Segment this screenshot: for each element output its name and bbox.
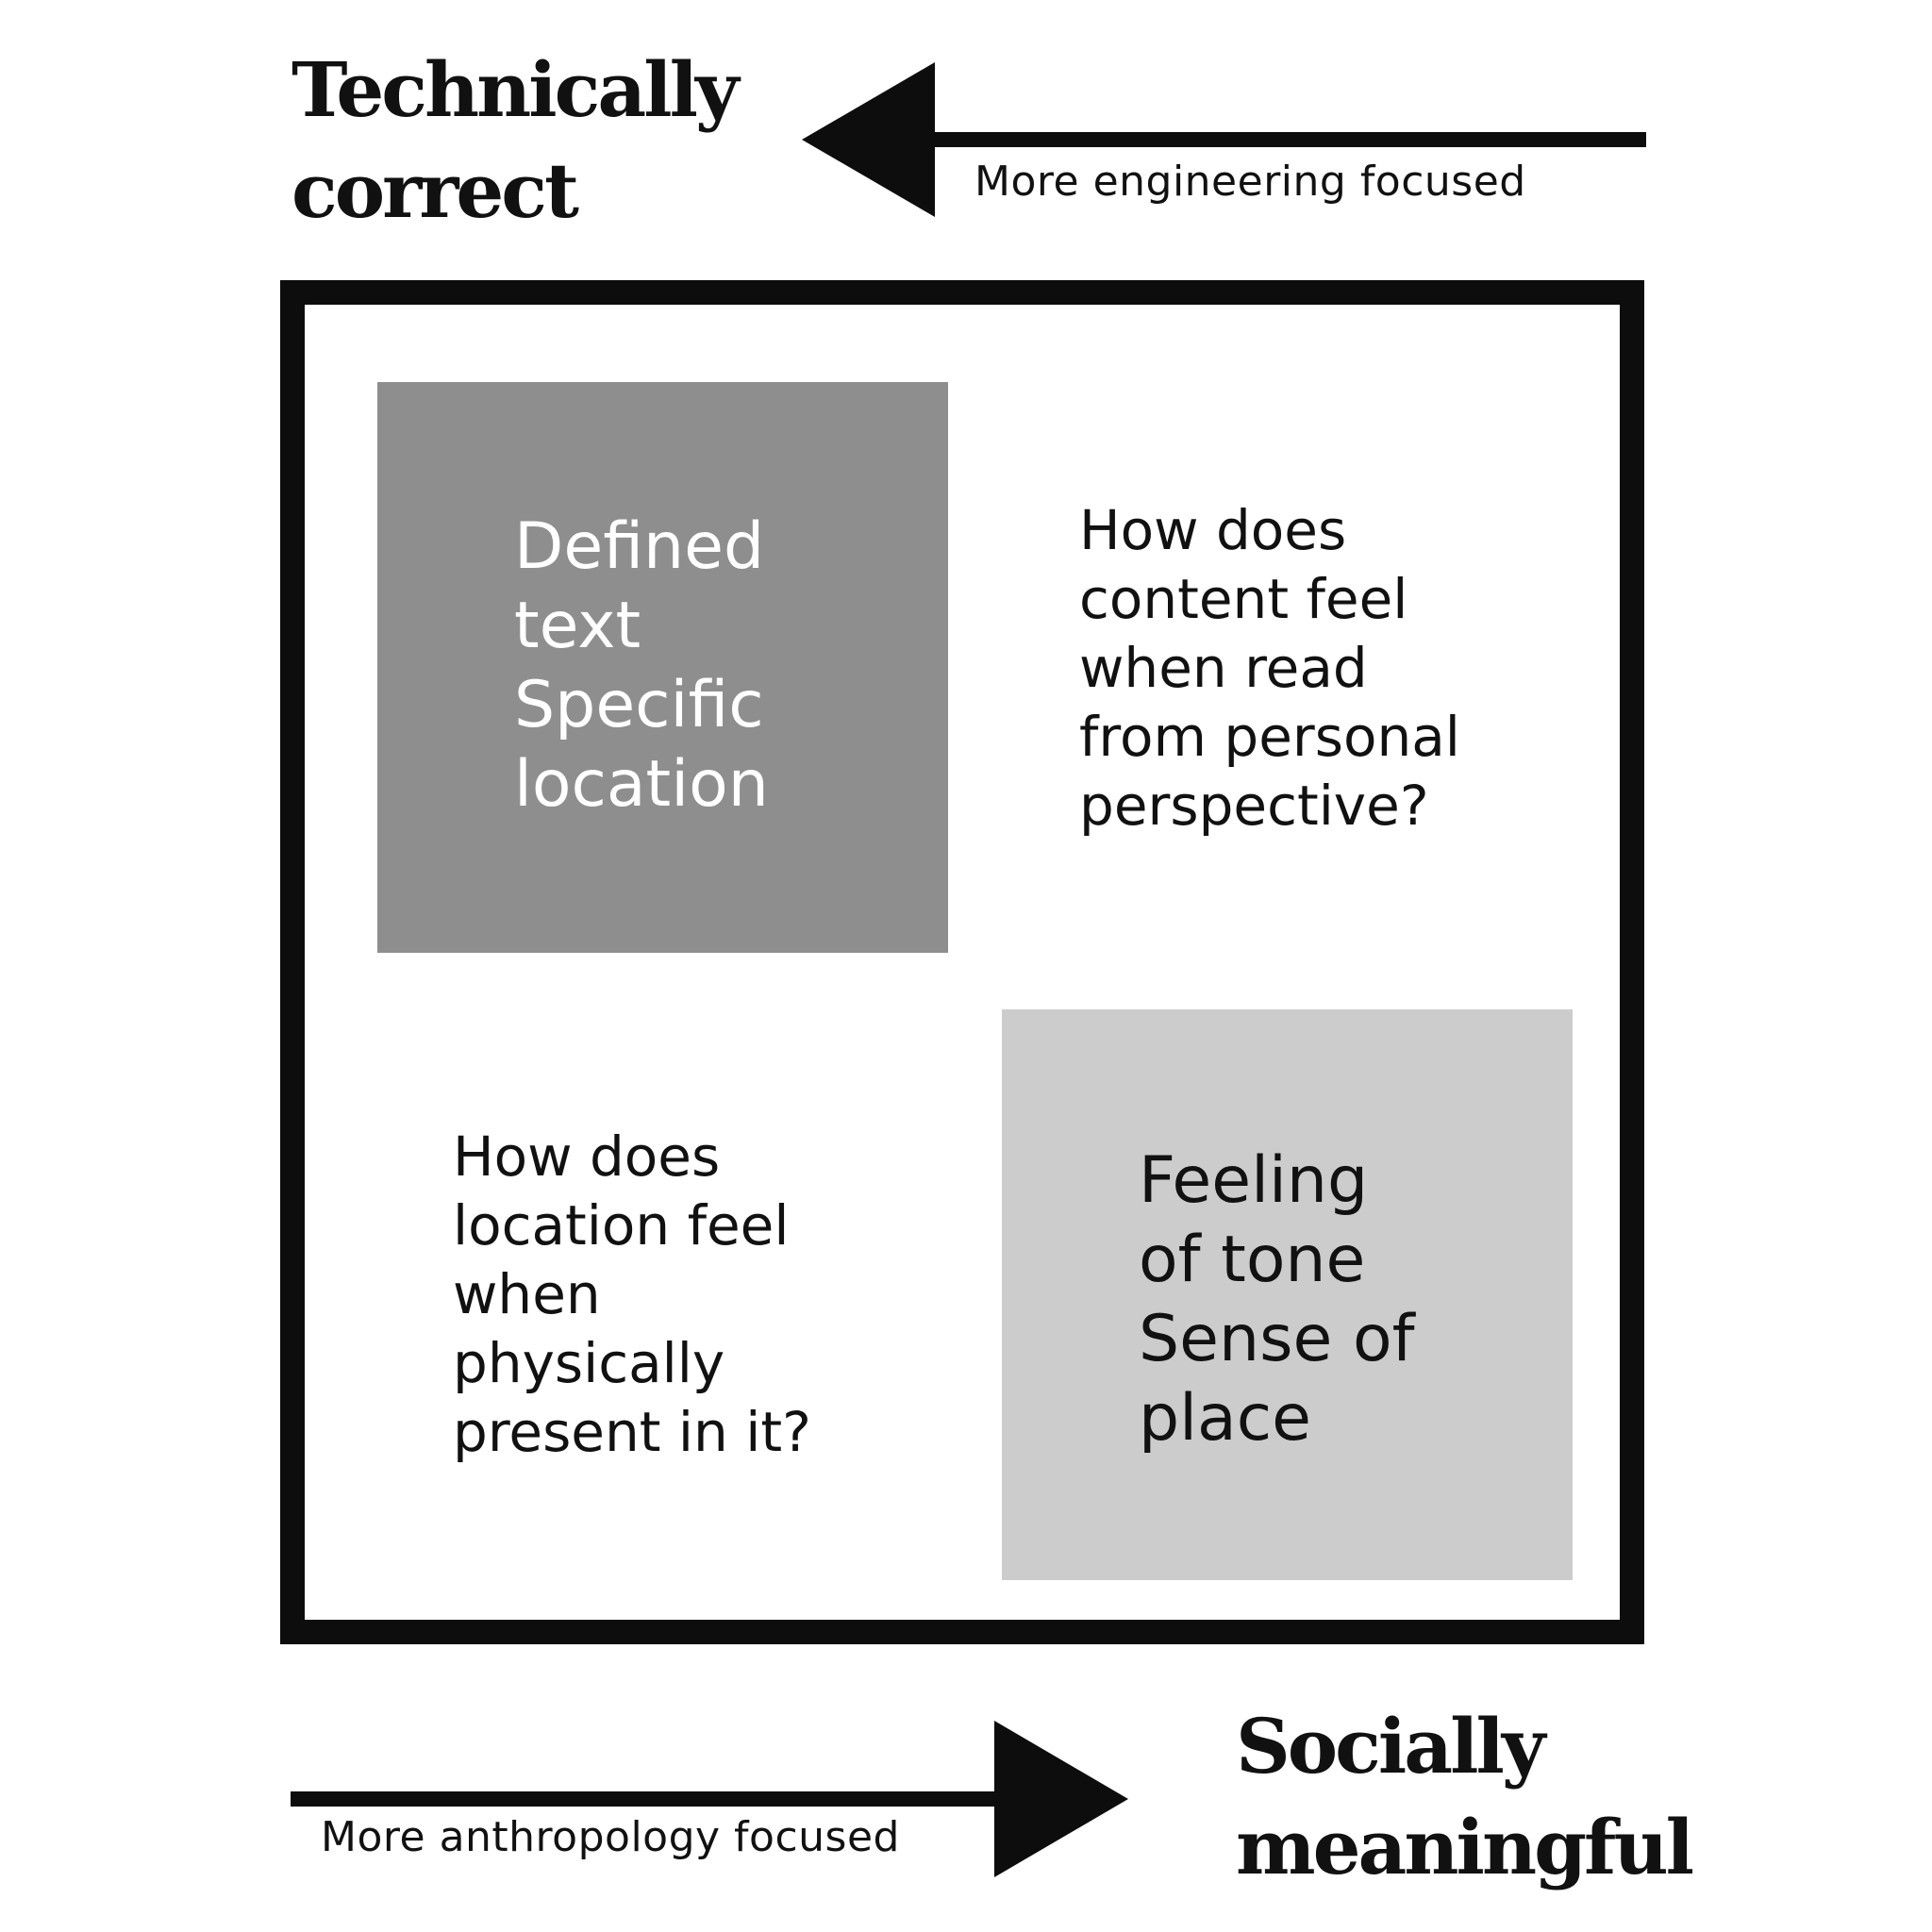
quadrant-bottom-left-line: when bbox=[453, 1262, 601, 1326]
bottom-axis-title-line: meaningful bbox=[1236, 1803, 1694, 1891]
quadrant-bottom-right-line: of tone bbox=[1139, 1223, 1366, 1297]
quadrant-top-left-line: location bbox=[514, 747, 769, 822]
quadrant-top-right-line: when read bbox=[1079, 636, 1368, 700]
quadrant-top-right-line: content feel bbox=[1079, 567, 1408, 631]
quadrant-top-right-text: How does content feel when read from per… bbox=[1079, 496, 1460, 841]
quadrant-top-right-line: How does bbox=[1079, 498, 1347, 562]
right-arrow-shaft bbox=[291, 1791, 998, 1807]
left-arrow-shaft bbox=[934, 132, 1646, 147]
left-arrow-head bbox=[802, 62, 935, 217]
bottom-axis-title-line: Socially bbox=[1236, 1702, 1545, 1790]
right-arrow-icon bbox=[291, 1721, 1128, 1877]
top-axis-caption: More engineering focused bbox=[974, 158, 1526, 206]
quadrant-top-left-line: Defined bbox=[514, 509, 765, 584]
quadrant-bottom-right-line: place bbox=[1139, 1381, 1311, 1456]
quadrant-bottom-right-line: Sense of bbox=[1139, 1302, 1415, 1376]
quadrant-bottom-left-line: physically bbox=[453, 1331, 725, 1395]
quadrant-top-right-line: perspective? bbox=[1079, 774, 1429, 838]
quadrant-bottom-left-line: How does bbox=[453, 1124, 721, 1189]
top-axis-title-line: Technically bbox=[291, 45, 739, 134]
quadrant-bottom-right-text: Feeling of tone Sense of place bbox=[1139, 1141, 1415, 1458]
quadrant-bottom-right-line: Feeling bbox=[1139, 1143, 1369, 1218]
quadrant-top-left-text: Defined text Specific location bbox=[514, 508, 769, 824]
bottom-axis-title: Socially meaningful bbox=[1236, 1696, 1694, 1898]
quadrant-bottom-left-line: present in it? bbox=[453, 1400, 811, 1464]
quadrant-top-right-line: from personal bbox=[1079, 705, 1460, 769]
right-arrow-head bbox=[994, 1721, 1128, 1877]
quadrant-top-left-line: text bbox=[514, 589, 641, 663]
bottom-axis-caption: More anthropology focused bbox=[321, 1813, 900, 1861]
top-axis-title: Technically correct bbox=[291, 40, 739, 242]
left-arrow-icon bbox=[802, 62, 1646, 217]
quadrant-top-left-line: Specific bbox=[514, 668, 764, 742]
quadrant-bottom-left-text: How does location feel when physically p… bbox=[453, 1123, 811, 1467]
top-axis-title-line: correct bbox=[291, 146, 579, 235]
quadrant-bottom-right-block: Feeling of tone Sense of place bbox=[1002, 1009, 1573, 1580]
quadrant-bottom-left-line: location feel bbox=[453, 1193, 790, 1257]
quadrant-top-left-block: Defined text Specific location bbox=[377, 382, 948, 953]
